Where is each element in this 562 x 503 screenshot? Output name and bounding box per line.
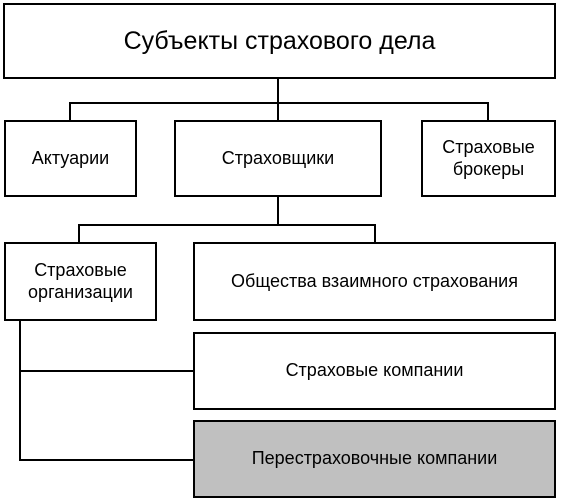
reinsurance-companies-label: Перестраховочные компании [251,448,498,469]
mutual-societies-label: Общества взаимного страхования [231,270,518,291]
box-mutual-insurance-societies: Общества взаимного страхования [193,242,556,321]
box-insurance-brokers: Страховые брокеры [421,120,556,197]
box-actuaries: Актуарии [4,120,137,197]
root-box-insurance-subjects: Субъекты страхового дела [3,3,556,79]
box-reinsurance-companies: Перестраховочные компании [193,420,556,498]
box-insurance-companies: Страховые компании [193,332,556,410]
brokers-label: Страховые брокеры [442,136,535,179]
insurance-companies-label: Страховые компании [285,360,464,381]
box-insurance-organizations: Страховые организации [4,242,157,321]
actuaries-label: Актуарии [31,147,110,168]
root-label: Субъекты страхового дела [123,27,436,55]
insurers-label: Страховщики [221,147,335,168]
box-insurers: Страховщики [174,120,382,197]
organizations-label: Страховые организации [28,259,133,302]
